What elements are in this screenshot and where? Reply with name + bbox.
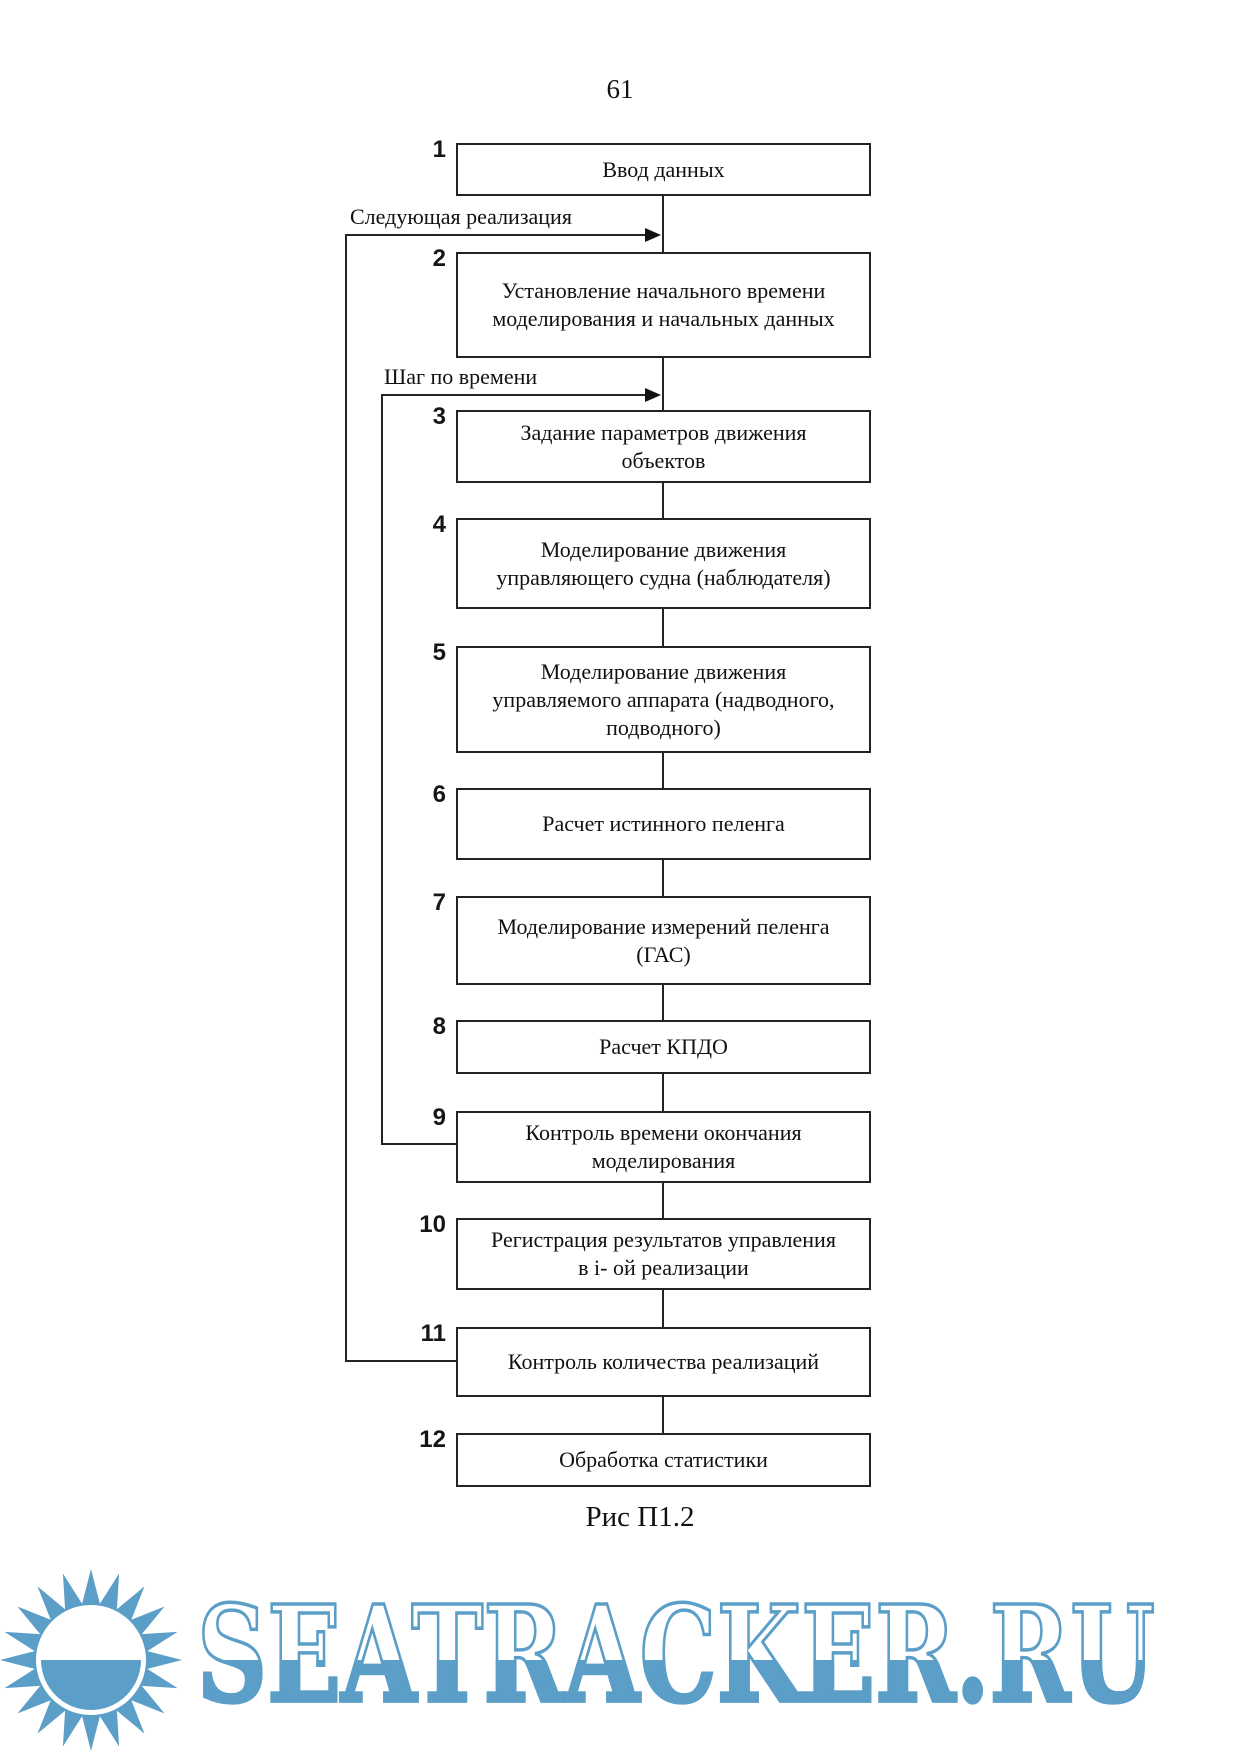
step-number-10: 10 (419, 1211, 446, 1238)
connector-line-6-7 (662, 860, 664, 896)
connector-line-7-8 (662, 985, 664, 1020)
step-number-3: 3 (432, 403, 446, 430)
flow-step-box-1: Ввод данных (456, 143, 871, 196)
inner-loop-line-vertical (381, 394, 383, 1145)
connector-line-11-12 (662, 1397, 664, 1433)
flow-step-box-8: Расчет КПДО (456, 1020, 871, 1074)
step-number-2: 2 (432, 245, 446, 272)
inner-loop-line-top (381, 394, 645, 396)
flow-step-box-12: Обработка статистики (456, 1433, 871, 1487)
step-number-12: 12 (419, 1426, 446, 1453)
step-number-9: 9 (432, 1104, 446, 1131)
sun-logo-icon (0, 1569, 182, 1751)
watermark-text: SEATRACKER.RU SEATRACKER.RU (196, 1577, 1156, 1733)
flow-step-box-4: Моделирование движения управляющего судн… (456, 518, 871, 609)
inner-loop-line-bottom (381, 1143, 456, 1145)
inner-loop-label: Шаг по времени (384, 364, 538, 389)
outer-loop-arrowhead-icon (645, 228, 661, 242)
inner-loop-arrowhead-icon (645, 388, 661, 402)
step-number-5: 5 (432, 639, 446, 666)
flow-step-box-5: Моделирование движения управляемого аппа… (456, 646, 871, 753)
outer-loop-label: Следующая реализация (350, 204, 572, 229)
watermark-text-fill: SEATRACKER.RU (197, 1577, 1155, 1733)
step-number-11: 11 (420, 1320, 446, 1347)
flow-step-box-10: Регистрация результатов управления в i- … (456, 1218, 871, 1290)
flow-step-box-6: Расчет истинного пеленга (456, 788, 871, 860)
flow-step-box-3: Задание параметров движения объектов (456, 410, 871, 483)
outer-loop-line-vertical (345, 234, 347, 1362)
outer-loop-line-top (345, 234, 645, 236)
connector-line-2-3 (662, 358, 664, 410)
connector-line-5-6 (662, 753, 664, 788)
connector-line-1-2 (662, 196, 664, 252)
step-number-1: 1 (432, 136, 446, 163)
connector-line-4-5 (662, 609, 664, 646)
step-number-6: 6 (432, 781, 446, 808)
flow-step-box-11: Контроль количества реализаций (456, 1327, 871, 1397)
figure-caption: Рис П1.2 (585, 1501, 695, 1533)
flow-step-box-7: Моделирование измерений пеленга (ГАС) (456, 896, 871, 985)
page-number: 61 (606, 74, 634, 104)
connector-line-8-9 (662, 1074, 664, 1111)
step-number-7: 7 (432, 889, 446, 916)
flow-step-box-9: Контроль времени окончания моделирования (456, 1111, 871, 1183)
connector-line-10-11 (662, 1290, 664, 1327)
step-number-8: 8 (432, 1013, 446, 1040)
step-number-4: 4 (432, 511, 446, 538)
outer-loop-line-bottom (345, 1360, 456, 1362)
connector-line-9-10 (662, 1183, 664, 1218)
flow-step-box-2: Установление начального времени моделиро… (456, 252, 871, 358)
watermark-text-outline: SEATRACKER.RU (196, 1577, 1156, 1733)
connector-line-3-4 (662, 483, 664, 518)
